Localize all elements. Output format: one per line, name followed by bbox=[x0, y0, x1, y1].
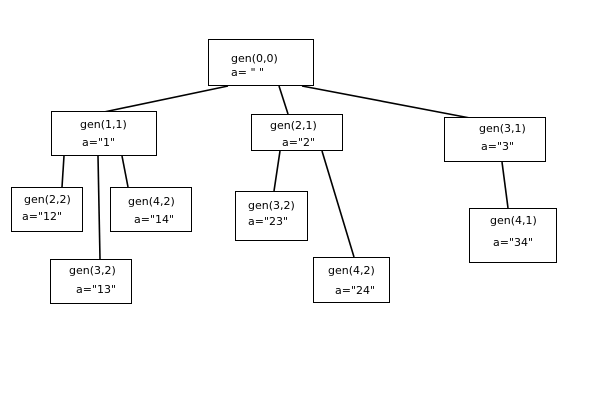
edge-gen21-gen42 bbox=[321, 150, 355, 258]
node-gen-4-2: gen(4,2) a="24" bbox=[313, 257, 390, 303]
node-value-label: a="1" bbox=[82, 136, 116, 149]
node-call-label: gen(3,2) bbox=[69, 264, 116, 277]
node-value-label: a="2" bbox=[282, 136, 316, 149]
node-gen-3-2: gen(3,2) a="23" bbox=[235, 191, 308, 241]
node-gen-4-1: gen(4,1) a="34" bbox=[469, 208, 557, 263]
node-call-label: gen(3,2) bbox=[248, 199, 295, 212]
node-call-label: gen(1,1) bbox=[80, 118, 127, 131]
node-gen-4-2: gen(4,2) a="14" bbox=[110, 187, 192, 232]
edge-gen00-gen31 bbox=[301, 85, 471, 119]
node-call-label: gen(2,1) bbox=[270, 119, 317, 132]
node-gen-1-1: gen(1,1) a="1" bbox=[51, 111, 157, 156]
edge-gen11-gen32 bbox=[97, 155, 101, 260]
edge-gen00-gen11 bbox=[103, 85, 229, 113]
node-call-label: gen(4,2) bbox=[128, 195, 175, 208]
node-gen-3-1: gen(3,1) a="3" bbox=[444, 117, 546, 162]
node-value-label: a="12" bbox=[22, 210, 63, 223]
node-gen-2-1: gen(2,1) a="2" bbox=[251, 114, 343, 151]
node-call-label: gen(2,2) bbox=[24, 193, 71, 206]
node-value-label: a="3" bbox=[481, 140, 515, 153]
edge-gen21-gen32 bbox=[273, 150, 281, 192]
node-gen-2-2: gen(2,2) a="12" bbox=[11, 187, 83, 232]
node-value-label: a="13" bbox=[76, 283, 117, 296]
node-value-label: a= " " bbox=[231, 66, 265, 79]
edge-gen31-gen41 bbox=[501, 161, 509, 209]
node-value-label: a="14" bbox=[134, 213, 175, 226]
node-call-label: gen(4,2) bbox=[328, 264, 375, 277]
edge-gen00-gen21 bbox=[278, 85, 289, 115]
edge-gen11-gen22 bbox=[61, 155, 65, 188]
node-value-label: a="23" bbox=[248, 215, 289, 228]
node-call-label: gen(3,1) bbox=[479, 122, 526, 135]
node-gen-3-2: gen(3,2) a="13" bbox=[50, 259, 132, 304]
node-value-label: a="34" bbox=[493, 236, 534, 249]
node-gen-0-0: gen(0,0) a= " " bbox=[208, 39, 314, 86]
edge-gen11-gen42 bbox=[121, 155, 129, 188]
node-call-label: gen(0,0) bbox=[231, 52, 278, 65]
node-value-label: a="24" bbox=[335, 284, 376, 297]
node-call-label: gen(4,1) bbox=[490, 214, 537, 227]
